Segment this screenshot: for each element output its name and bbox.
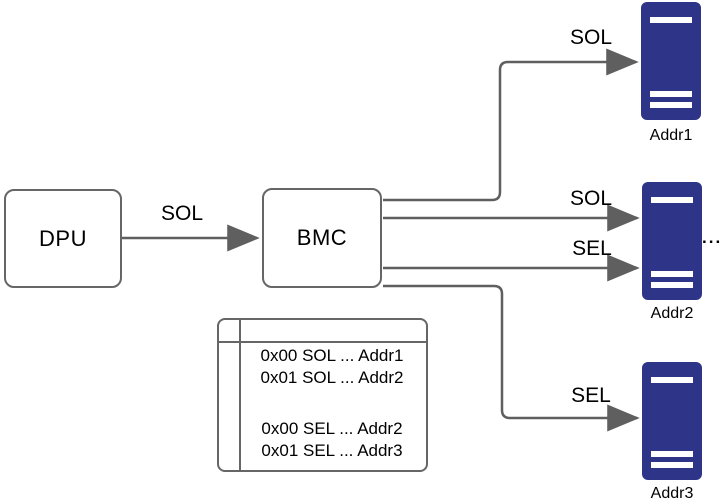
server-label-addr3: Addr3 xyxy=(650,485,694,502)
server-slot-bar xyxy=(651,271,693,277)
mapping-table-row: 0x01 SEL ... Addr3 xyxy=(261,441,403,460)
server-label-addr1: Addr1 xyxy=(649,127,693,144)
server-slot-bar xyxy=(650,17,692,23)
edge-label-addr2-sol: SOL xyxy=(569,187,613,210)
edge-label-addr2-sel: SEL xyxy=(572,237,612,260)
edge-label-addr3-sel: SEL xyxy=(571,384,611,407)
mapping-table: 0x00 SOL ... Addr1 0x01 SOL ... Addr2 0x… xyxy=(217,318,428,472)
server-slot-bar xyxy=(650,91,692,97)
edge-label-addr1-sol: SOL xyxy=(569,26,613,49)
server-slot-bar xyxy=(651,451,693,457)
mapping-table-header-divider xyxy=(219,341,426,343)
server-slot-bar xyxy=(651,282,693,288)
mapping-table-row: 0x00 SEL ... Addr2 xyxy=(261,419,403,438)
node-bmc: BMC xyxy=(262,188,382,288)
node-dpu: DPU xyxy=(4,189,122,288)
server-slot-bar xyxy=(650,102,692,108)
server-icon-addr1 xyxy=(641,2,701,120)
mapping-table-row: 0x01 SOL ... Addr2 xyxy=(260,368,404,387)
server-slot-bar xyxy=(651,377,693,383)
mapping-table-row: 0x00 SOL ... Addr1 xyxy=(260,346,404,365)
server-icon-addr2 xyxy=(642,182,702,300)
edge-bmc-addr1 xyxy=(383,48,639,202)
mapping-table-row-gap xyxy=(240,389,424,418)
server-label-addr2: Addr2 xyxy=(650,305,694,322)
server-slot-bar xyxy=(651,462,693,468)
more-servers-ellipsis: ... xyxy=(702,228,721,247)
server-icon-addr3 xyxy=(642,362,702,480)
server-slot-bar xyxy=(651,197,693,203)
mapping-table-column-divider xyxy=(239,320,241,470)
edge-label-dpu-bmc-sol: SOL xyxy=(160,202,204,225)
mapping-table-rows: 0x00 SOL ... Addr1 0x01 SOL ... Addr2 0x… xyxy=(240,345,424,462)
